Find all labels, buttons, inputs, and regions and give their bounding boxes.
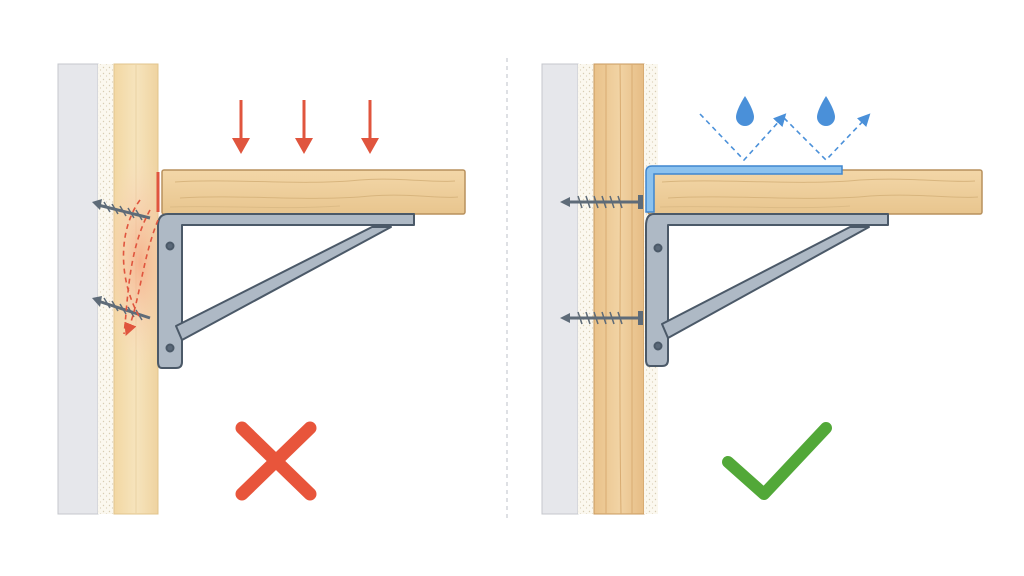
bracket-left xyxy=(157,213,415,369)
bracket-right xyxy=(645,213,889,367)
panel-correct xyxy=(541,63,983,515)
correct-check-icon xyxy=(722,422,832,500)
stud-right xyxy=(593,63,645,515)
screw-top-left xyxy=(92,199,151,221)
screw-bottom-left xyxy=(92,296,151,321)
water-drop-icon xyxy=(736,96,754,126)
shelf-board-right xyxy=(647,169,983,215)
screw-top-right xyxy=(560,195,643,209)
water-deflection-arrows xyxy=(699,113,871,162)
plaster-layer-right xyxy=(578,64,594,514)
drywall-right xyxy=(541,63,579,515)
drywall-left xyxy=(57,63,99,515)
panel-incorrect xyxy=(57,63,466,515)
shelf-board-left xyxy=(161,169,466,215)
load-arrows xyxy=(232,100,379,154)
stress-lines xyxy=(122,199,159,336)
water-drop-icon xyxy=(817,96,835,126)
screw-bottom-right xyxy=(560,311,643,325)
incorrect-x-icon xyxy=(235,421,317,501)
sealant-strip xyxy=(645,165,843,213)
